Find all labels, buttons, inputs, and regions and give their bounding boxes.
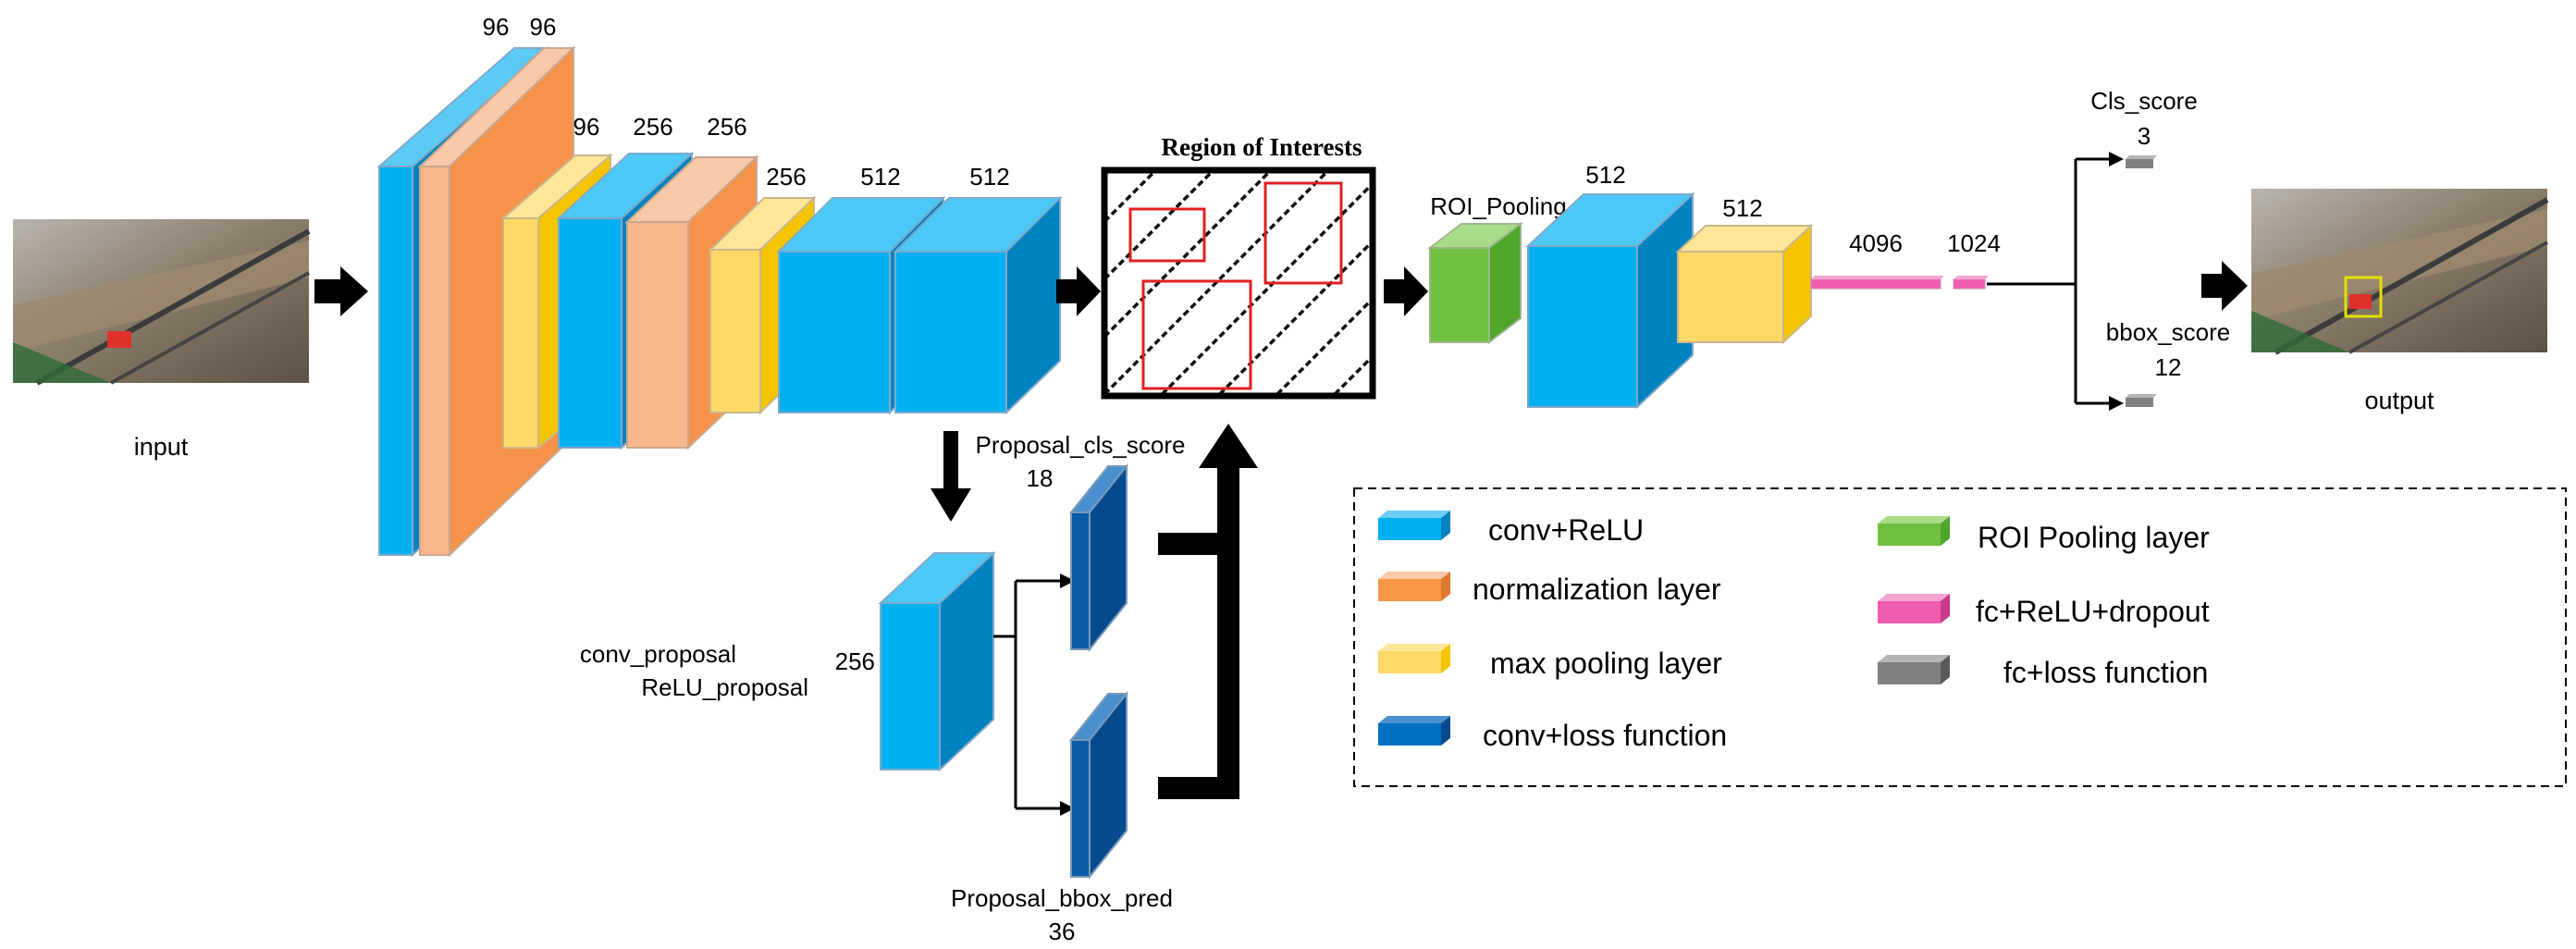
conv-proposal-label: conv_proposal <box>580 640 736 668</box>
relu-proposal-label: ReLU_proposal <box>641 673 808 701</box>
rpn-branch-lines <box>993 579 1062 810</box>
rpn-merge-arrow <box>1158 424 1258 799</box>
legend-label-fc-relu-dropout: fc+ReLU+dropout <box>1976 595 2210 628</box>
bbox-score-number: 12 <box>2155 353 2182 381</box>
legend-label-roi-pooling: ROI Pooling layer <box>1978 521 2210 554</box>
arrow-to-output <box>2201 261 2248 311</box>
arrowhead-cls <box>2109 152 2124 166</box>
legend-item-conv-relu <box>1378 511 1450 540</box>
legend-item-roi-pooling <box>1878 516 1950 546</box>
conv2-number: 256 <box>633 113 672 141</box>
arrowhead-proposal-cls <box>1060 573 1075 588</box>
pool2-number: 256 <box>766 163 806 191</box>
conv4-number: 512 <box>969 163 1009 191</box>
roi-pool-block <box>1675 223 1814 345</box>
legend-label-conv-loss: conv+loss function <box>1483 719 1727 752</box>
output-label: output <box>2364 387 2434 414</box>
output-image <box>2251 189 2549 355</box>
legend-label-fc-loss: fc+loss function <box>2003 656 2208 689</box>
roi-conv-block <box>1525 191 1695 410</box>
input-image <box>13 219 311 386</box>
norm2-number: 256 <box>707 113 746 141</box>
legend: conv+ReLU normalization layer max poolin… <box>1353 487 2567 787</box>
conv4-block <box>893 195 1063 415</box>
arrowhead-bbox <box>2109 396 2124 411</box>
roi-conv-number: 512 <box>1585 161 1625 189</box>
roi-rect-2 <box>1263 181 1343 285</box>
legend-frame <box>1353 487 2567 787</box>
fc1-block <box>1810 276 1944 290</box>
legend-item-conv-loss <box>1378 716 1450 746</box>
conv3-number: 512 <box>860 163 900 191</box>
roi-rect-3 <box>1141 279 1252 390</box>
roi-pooling-block <box>1427 221 1523 345</box>
arrow-input-to-conv <box>314 266 368 316</box>
legend-item-max-pooling <box>1378 644 1450 673</box>
proposal-bbox-label: Proposal_bbox_pred <box>951 884 1173 912</box>
roi-pooling-label: ROI_Pooling <box>1430 192 1566 220</box>
legend-item-fc-loss <box>1878 655 1950 684</box>
arrow-roi-to-pooling <box>1384 266 1428 316</box>
pool1-number: 96 <box>573 113 600 141</box>
conv1-number: 96 <box>483 13 510 41</box>
fc2-block <box>1953 276 1989 290</box>
region-title: Region of Interests <box>1162 133 1362 161</box>
region-of-interests-box <box>1101 166 1376 400</box>
fc-branch-lines <box>1987 157 2113 405</box>
proposal-conv-number: 256 <box>835 647 875 675</box>
arrowhead-proposal-bbox <box>1060 801 1075 816</box>
fc2-number: 1024 <box>1947 229 2001 257</box>
bbox-score-label: bbox_score <box>2106 318 2230 346</box>
legend-label-normalization: normalization layer <box>1473 573 1721 606</box>
proposal-bbox-number: 36 <box>1049 918 1076 945</box>
roi-rect-1 <box>1128 207 1206 263</box>
legend-item-normalization <box>1378 572 1450 601</box>
conv-proposal-block <box>878 550 996 772</box>
proposal-cls-block <box>1068 463 1129 652</box>
proposal-cls-number: 18 <box>1027 464 1054 492</box>
input-label: input <box>134 433 189 461</box>
fc1-number: 4096 <box>1849 229 1903 257</box>
bbox-score-block <box>2126 394 2157 407</box>
legend-item-fc-relu-dropout <box>1878 594 1950 623</box>
proposal-bbox-block <box>1068 691 1129 880</box>
detection-box <box>2344 276 2383 318</box>
legend-label-conv-relu: conv+ReLU <box>1488 513 1644 547</box>
cls-score-number: 3 <box>2138 122 2151 150</box>
legend-label-max-pooling: max pooling layer <box>1490 647 1722 680</box>
norm1-number: 96 <box>530 13 557 41</box>
arrow-down-to-rpn <box>931 431 971 522</box>
cls-score-block <box>2126 155 2157 168</box>
proposal-cls-score-label: Proposal_cls_score <box>976 431 1186 459</box>
arrow-conv-to-roi <box>1056 266 1101 316</box>
cls-score-label: Cls_score <box>2090 87 2198 115</box>
roi-pool-number: 512 <box>1722 194 1762 222</box>
